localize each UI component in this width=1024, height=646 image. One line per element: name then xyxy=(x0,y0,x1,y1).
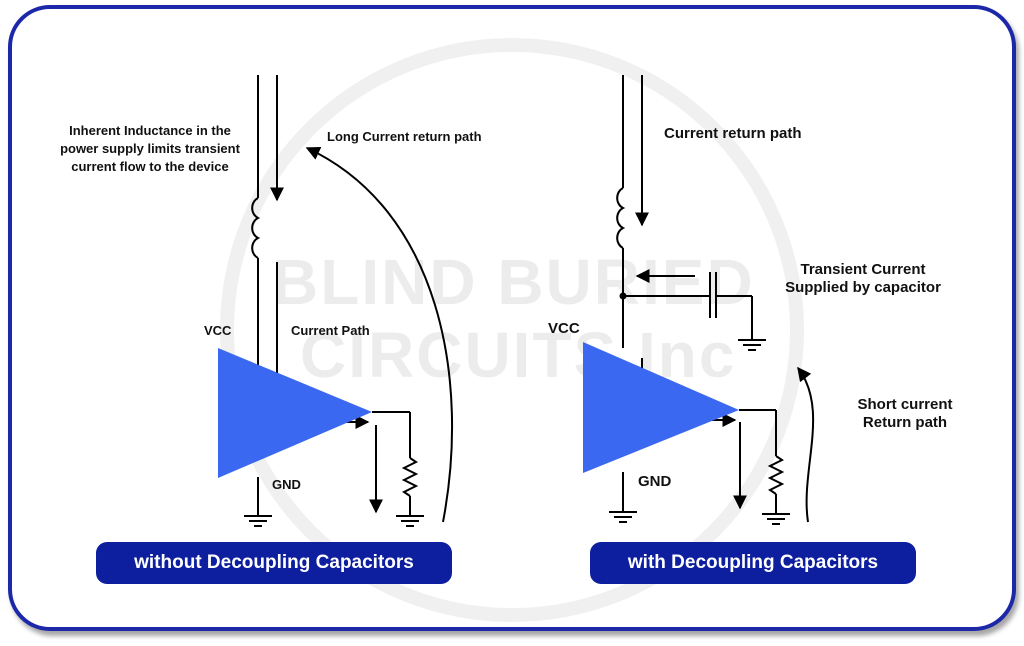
watermark-circle xyxy=(220,38,804,622)
left-load-gnd-symbol xyxy=(396,515,424,527)
right-return-path-label: Current return path xyxy=(664,125,802,142)
right-transient-line-2: Supplied by capacitor xyxy=(785,279,941,296)
left-long-return-arrow xyxy=(305,146,454,523)
right-caption: with Decoupling Capacitors xyxy=(590,542,916,584)
right-inductor xyxy=(616,187,626,249)
right-vcc-label: VCC xyxy=(548,320,580,337)
right-junction-dot xyxy=(619,292,627,300)
right-resistor xyxy=(767,455,785,495)
left-inductance-note: Inherent Inductance in the power supply … xyxy=(34,122,266,176)
left-vcc-label: VCC xyxy=(204,323,232,338)
left-inductance-note-line-1: Inherent Inductance in the xyxy=(69,123,231,138)
diagram-frame xyxy=(8,5,1016,631)
left-caption: without Decoupling Capacitors xyxy=(96,542,452,584)
left-gnd-label: GND xyxy=(272,477,301,492)
right-short-line-2: Return path xyxy=(862,414,948,431)
left-amplifier xyxy=(218,348,372,478)
left-return-path-label: Long Current return path xyxy=(327,129,482,144)
watermark-line-1: BLIND BURIED xyxy=(272,246,755,318)
right-transient-line-1: Transient Current xyxy=(800,261,926,278)
left-inductance-note-line-3: current flow to the device xyxy=(71,159,229,174)
right-load-gnd-symbol xyxy=(762,513,790,525)
capacitor-gnd-symbol xyxy=(738,339,766,351)
right-short-return-label: Short current Return path xyxy=(843,396,967,432)
right-transient-label: Transient Current Supplied by capacitor xyxy=(778,261,948,297)
right-gnd-label: GND xyxy=(638,473,672,490)
left-current-path-label: Current Path xyxy=(291,323,370,338)
right-gnd-symbol xyxy=(609,511,637,523)
left-inductor xyxy=(251,197,261,259)
right-short-line-1: Short current xyxy=(857,396,953,413)
right-short-return-arrow xyxy=(797,366,815,523)
right-amplifier xyxy=(583,342,739,473)
left-inductance-note-line-2: power supply limits transient xyxy=(60,141,240,156)
left-resistor xyxy=(401,457,419,497)
left-gnd-symbol xyxy=(244,515,272,527)
